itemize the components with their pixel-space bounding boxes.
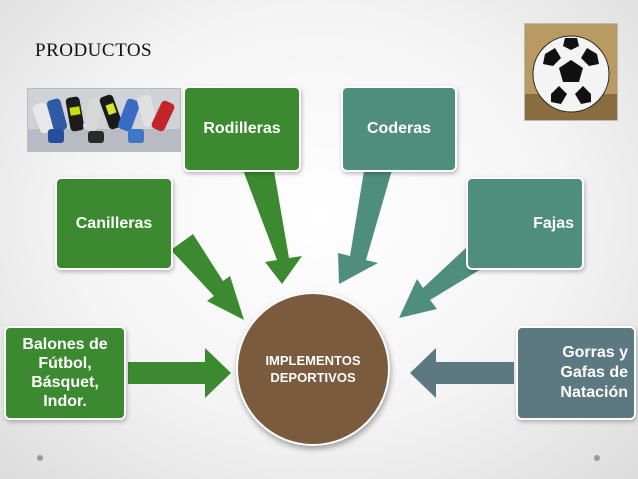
box-coderas: Coderas xyxy=(341,86,457,172)
arrow-rodilleras xyxy=(243,165,302,284)
box-rodilleras: Rodilleras xyxy=(183,86,301,172)
label-gorras: Gorras y Gafas de Natación xyxy=(560,344,628,401)
arrow-gorras xyxy=(410,348,514,398)
label-coderas: Coderas xyxy=(366,120,432,137)
slide-dot-right xyxy=(594,455,600,461)
shin-guards-image xyxy=(28,89,180,151)
label-fajas: Fajas xyxy=(533,214,574,232)
label-balones: Balones de Fútbol, Básquet, Indor. xyxy=(22,336,108,410)
box-canilleras: Canilleras xyxy=(55,177,173,270)
box-balones: Balones de Fútbol, Básquet, Indor. xyxy=(4,326,126,420)
arrow-canilleras xyxy=(171,234,244,320)
arrow-fajas xyxy=(399,246,486,318)
label-canilleras: Canilleras xyxy=(75,214,153,232)
box-gorras: Gorras y Gafas de Natación xyxy=(516,326,636,420)
slide-dot-left xyxy=(37,455,43,461)
arrow-balones xyxy=(128,348,231,398)
box-fajas: Fajas xyxy=(466,177,584,270)
arrow-coderas xyxy=(338,165,392,284)
center-label: IMPLEMENTOS DEPORTIVOS xyxy=(265,353,361,385)
soccer-ball-photo xyxy=(524,23,618,121)
shin-guards-photo xyxy=(27,88,181,152)
label-rodilleras: Rodilleras xyxy=(203,120,281,137)
center-circle: IMPLEMENTOS DEPORTIVOS xyxy=(236,292,390,446)
slide-title: PRODUCTOS xyxy=(35,40,153,61)
soccer-ball-image xyxy=(525,24,617,120)
